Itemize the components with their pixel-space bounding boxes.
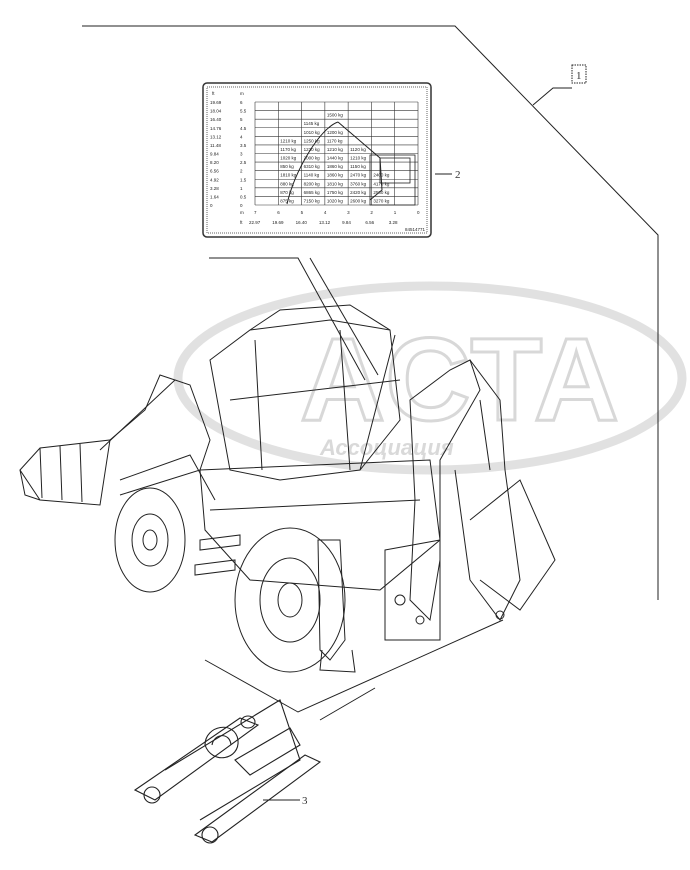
watermark: ACTA Ассоциация xyxy=(173,281,687,475)
reach-ft-label: 9.84 xyxy=(342,220,351,225)
height-ft-label: 18.04 xyxy=(210,109,222,114)
reach-ft-label: 19.69 xyxy=(272,220,284,225)
reach-ft-label: 16.40 xyxy=(296,220,308,225)
height-ft-label: 19.69 xyxy=(210,100,222,105)
load-cell: 7150 kg xyxy=(304,198,321,203)
callout-2[interactable]: 2 xyxy=(455,169,461,181)
load-cell: 3270 kg xyxy=(373,198,390,203)
reach-ft-label: 22.97 xyxy=(249,220,261,225)
load-cell: 1170 kg xyxy=(280,147,296,152)
load-cell: 1150 kg xyxy=(350,164,366,169)
callout-box-1 xyxy=(571,64,587,84)
quick-hitch xyxy=(133,699,322,844)
load-cell: 1145 kg xyxy=(304,121,320,126)
reach-m-label: 6 xyxy=(277,210,280,215)
unit-ft-reach: ft xyxy=(240,220,243,225)
reach-m-label: 0 xyxy=(417,210,420,215)
load-cell: 1860 kg xyxy=(327,173,344,178)
height-ft-label: 3.28 xyxy=(210,186,219,191)
load-cell: 1140 kg xyxy=(304,173,320,178)
load-cell: 2400 kg xyxy=(373,173,390,178)
load-cell: 2420 kg xyxy=(350,190,367,195)
height-ft-label: 16.40 xyxy=(210,117,222,122)
load-cell: 1440 kg xyxy=(327,156,344,161)
load-cell: 6865 kg xyxy=(304,190,321,195)
load-cell: 8200 kg xyxy=(304,181,321,186)
reach-m-label: 5 xyxy=(301,210,304,215)
height-ft-label: 0 xyxy=(210,203,213,208)
reach-m-label: 4 xyxy=(324,210,327,215)
load-cell: 1010 kg xyxy=(304,130,321,135)
height-m-label: 0.5 xyxy=(240,194,247,199)
height-ft-label: 9.84 xyxy=(210,152,219,157)
load-cell: 870 kg xyxy=(280,190,294,195)
reach-ft-label: 6.56 xyxy=(365,220,374,225)
load-cell: 1200 kg xyxy=(327,130,344,135)
unit-m-reach: m xyxy=(240,210,244,215)
height-ft-label: 6.56 xyxy=(210,169,219,174)
load-cell: 1170 kg xyxy=(327,138,343,143)
load-cell: 1230 kg xyxy=(304,147,321,152)
reach-ft-label: 3.28 xyxy=(389,220,398,225)
height-m-label: 1.5 xyxy=(240,177,247,182)
leader-lines xyxy=(82,25,659,801)
height-m-label: 5 xyxy=(240,117,243,122)
reach-m-label: 1 xyxy=(394,210,397,215)
watermark-subtitle: Ассоциация xyxy=(319,435,454,460)
height-m-label: 2 xyxy=(240,169,243,174)
load-cell: 2000 kg xyxy=(304,156,321,161)
height-m-label: 2.5 xyxy=(240,160,247,165)
callout-3[interactable]: 3 xyxy=(302,795,308,807)
load-cell: 3760 kg xyxy=(350,181,367,186)
height-m-label: 3 xyxy=(240,152,243,157)
unit-ft: ft xyxy=(212,91,215,96)
load-cell: 1020 kg xyxy=(327,198,344,203)
reach-m-label: 7 xyxy=(254,210,257,215)
load-cell: 2580 kg xyxy=(373,190,390,195)
load-cell: 1210 kg xyxy=(327,147,344,152)
load-cell: 6310 kg xyxy=(304,164,321,169)
height-ft-label: 1.64 xyxy=(210,194,219,199)
height-ft-label: 8.20 xyxy=(210,160,219,165)
load-cell: 1120 kg xyxy=(350,147,366,152)
height-m-label: 0 xyxy=(240,203,243,208)
load-cell: 880 kg xyxy=(280,181,294,186)
load-cell: 1810 kg xyxy=(327,181,344,186)
reach-ft-label: 13.12 xyxy=(319,220,331,225)
callout-1[interactable]: 1 xyxy=(576,70,582,82)
load-cell: 1020 kg xyxy=(280,156,297,161)
decal-code: 84514771 xyxy=(405,227,426,232)
height-m-label: 3.5 xyxy=(240,143,247,148)
load-cell: 850 kg xyxy=(280,164,294,169)
load-cell: 1860 kg xyxy=(327,164,344,169)
height-ft-label: 4.92 xyxy=(210,177,219,182)
load-cell: 1250 kg xyxy=(304,138,321,143)
height-ft-label: 11.48 xyxy=(210,143,221,148)
height-m-label: 6 xyxy=(240,100,243,105)
load-cell: 1210 kg xyxy=(350,156,367,161)
reach-m-label: 2 xyxy=(370,210,373,215)
load-cell: 2600 kg xyxy=(350,198,367,203)
backhoe-loader xyxy=(19,304,556,673)
height-m-label: 1 xyxy=(240,186,243,191)
load-chart-decal: ft m m ft 19.69 18.04 16.40 14.76 13.12 11.48 9.84… xyxy=(202,82,432,238)
height-m-label: 4.5 xyxy=(240,126,247,131)
height-m-label: 5.5 xyxy=(240,109,247,114)
height-ft-label: 13.12 xyxy=(210,134,222,139)
load-cell: 1500 kg xyxy=(327,113,344,118)
load-cell: 1810 kg xyxy=(280,173,297,178)
height-m-label: 4 xyxy=(240,134,243,139)
load-cell: 1750 kg xyxy=(327,190,344,195)
load-cell: 1210 kg xyxy=(280,138,297,143)
load-cell: 2470 kg xyxy=(350,173,367,178)
height-ft-label: 14.76 xyxy=(210,126,222,131)
unit-m: m xyxy=(240,91,244,96)
reach-m-label: 3 xyxy=(347,210,350,215)
